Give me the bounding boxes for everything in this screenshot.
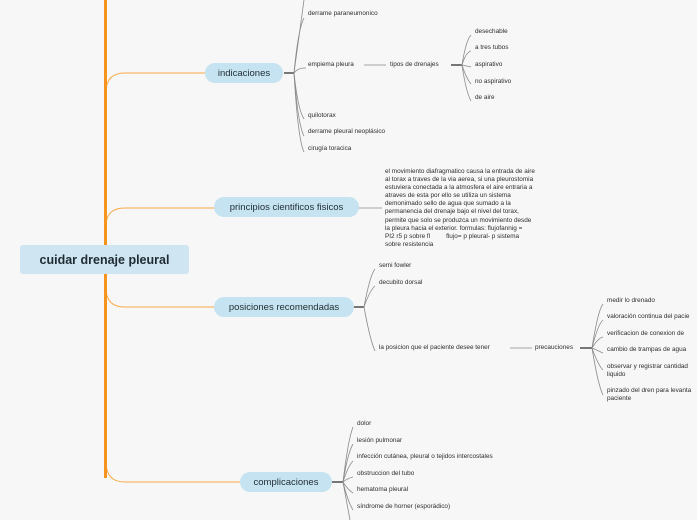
topic-principios-cientificos-fisicos[interactable]: principios cientificos fisicos bbox=[214, 197, 359, 217]
leaf-empiema-pleura[interactable]: empiema pleura bbox=[308, 61, 354, 68]
topic-posiciones-recomendadas[interactable]: posiciones recomendadas bbox=[214, 297, 354, 317]
connector-posiciones bbox=[105, 287, 215, 308]
leaf-infeccion-cutanea[interactable]: infección cutánea, pleural o tejidos int… bbox=[357, 453, 493, 460]
leaf-medir-drenado[interactable]: medir lo drenado bbox=[607, 297, 655, 304]
leaf-quilotorax[interactable]: quilotorax bbox=[308, 112, 336, 119]
leaf-no-aspirativo[interactable]: no aspirativo bbox=[475, 78, 512, 85]
leaf-aspirativo[interactable]: aspirativo bbox=[475, 61, 503, 68]
topic-complicaciones[interactable]: complicaciones bbox=[240, 472, 332, 492]
principios-description[interactable]: el movimiento diafragmatico causa la ent… bbox=[385, 168, 535, 248]
leaf-derrame-pleural-neoplasico[interactable]: derrame pleural neoplásico bbox=[308, 128, 386, 135]
leaf-lesion-pulmonar[interactable]: lesión pulmonar bbox=[357, 437, 403, 444]
leaf-dolor[interactable]: dolor bbox=[357, 420, 372, 427]
leaf-valoracion-continua[interactable]: valoración continua del pacie bbox=[607, 313, 690, 320]
leaf-desechable[interactable]: desechable bbox=[475, 28, 508, 35]
leaf-observar-registrar[interactable]: observar y registrar cantidad liquido bbox=[607, 363, 688, 379]
topic-tipos-de-drenajes[interactable]: tipos de drenajes bbox=[390, 61, 439, 68]
leaf-obstruccion-tubo[interactable]: obstruccion del tubo bbox=[357, 470, 415, 477]
leaf-decubito-dorsal[interactable]: decubito dorsal bbox=[379, 279, 423, 286]
leaf-sindrome-horner[interactable]: síndrome de horner (esporádico) bbox=[357, 503, 451, 510]
connector-complicaciones bbox=[105, 461, 241, 483]
topic-indicaciones[interactable]: indicaciones bbox=[205, 63, 283, 83]
topic-precauciones[interactable]: precauciones bbox=[535, 344, 574, 351]
leaf-semi-fowler[interactable]: semi fowler bbox=[379, 262, 412, 269]
connector-principios bbox=[105, 207, 215, 227]
root-topic[interactable]: cuidar drenaje pleural bbox=[20, 245, 189, 274]
leaf-verificacion-conexion[interactable]: verificacion de conexion de bbox=[607, 330, 685, 337]
leaf-derrame-paraneumonico[interactable]: derrame paraneumonico bbox=[308, 10, 378, 17]
leaf-cirugia-toracica[interactable]: cirugía toracica bbox=[308, 145, 352, 152]
leaf-hematoma-pleural[interactable]: hematoma pleural bbox=[357, 486, 409, 493]
connector-indicaciones bbox=[105, 72, 206, 93]
leaf-de-aire[interactable]: de aire bbox=[475, 94, 495, 101]
leaf-posicion-paciente[interactable]: la posicion que el paciente desee tener bbox=[379, 344, 490, 351]
leaf-cambio-trampas[interactable]: cambio de trampas de agua bbox=[607, 346, 687, 353]
leaf-pinzado-dren[interactable]: pinzado del dren para levanta paciente bbox=[607, 387, 692, 403]
leaf-a-tres-tubos[interactable]: a tres tubos bbox=[475, 44, 509, 51]
